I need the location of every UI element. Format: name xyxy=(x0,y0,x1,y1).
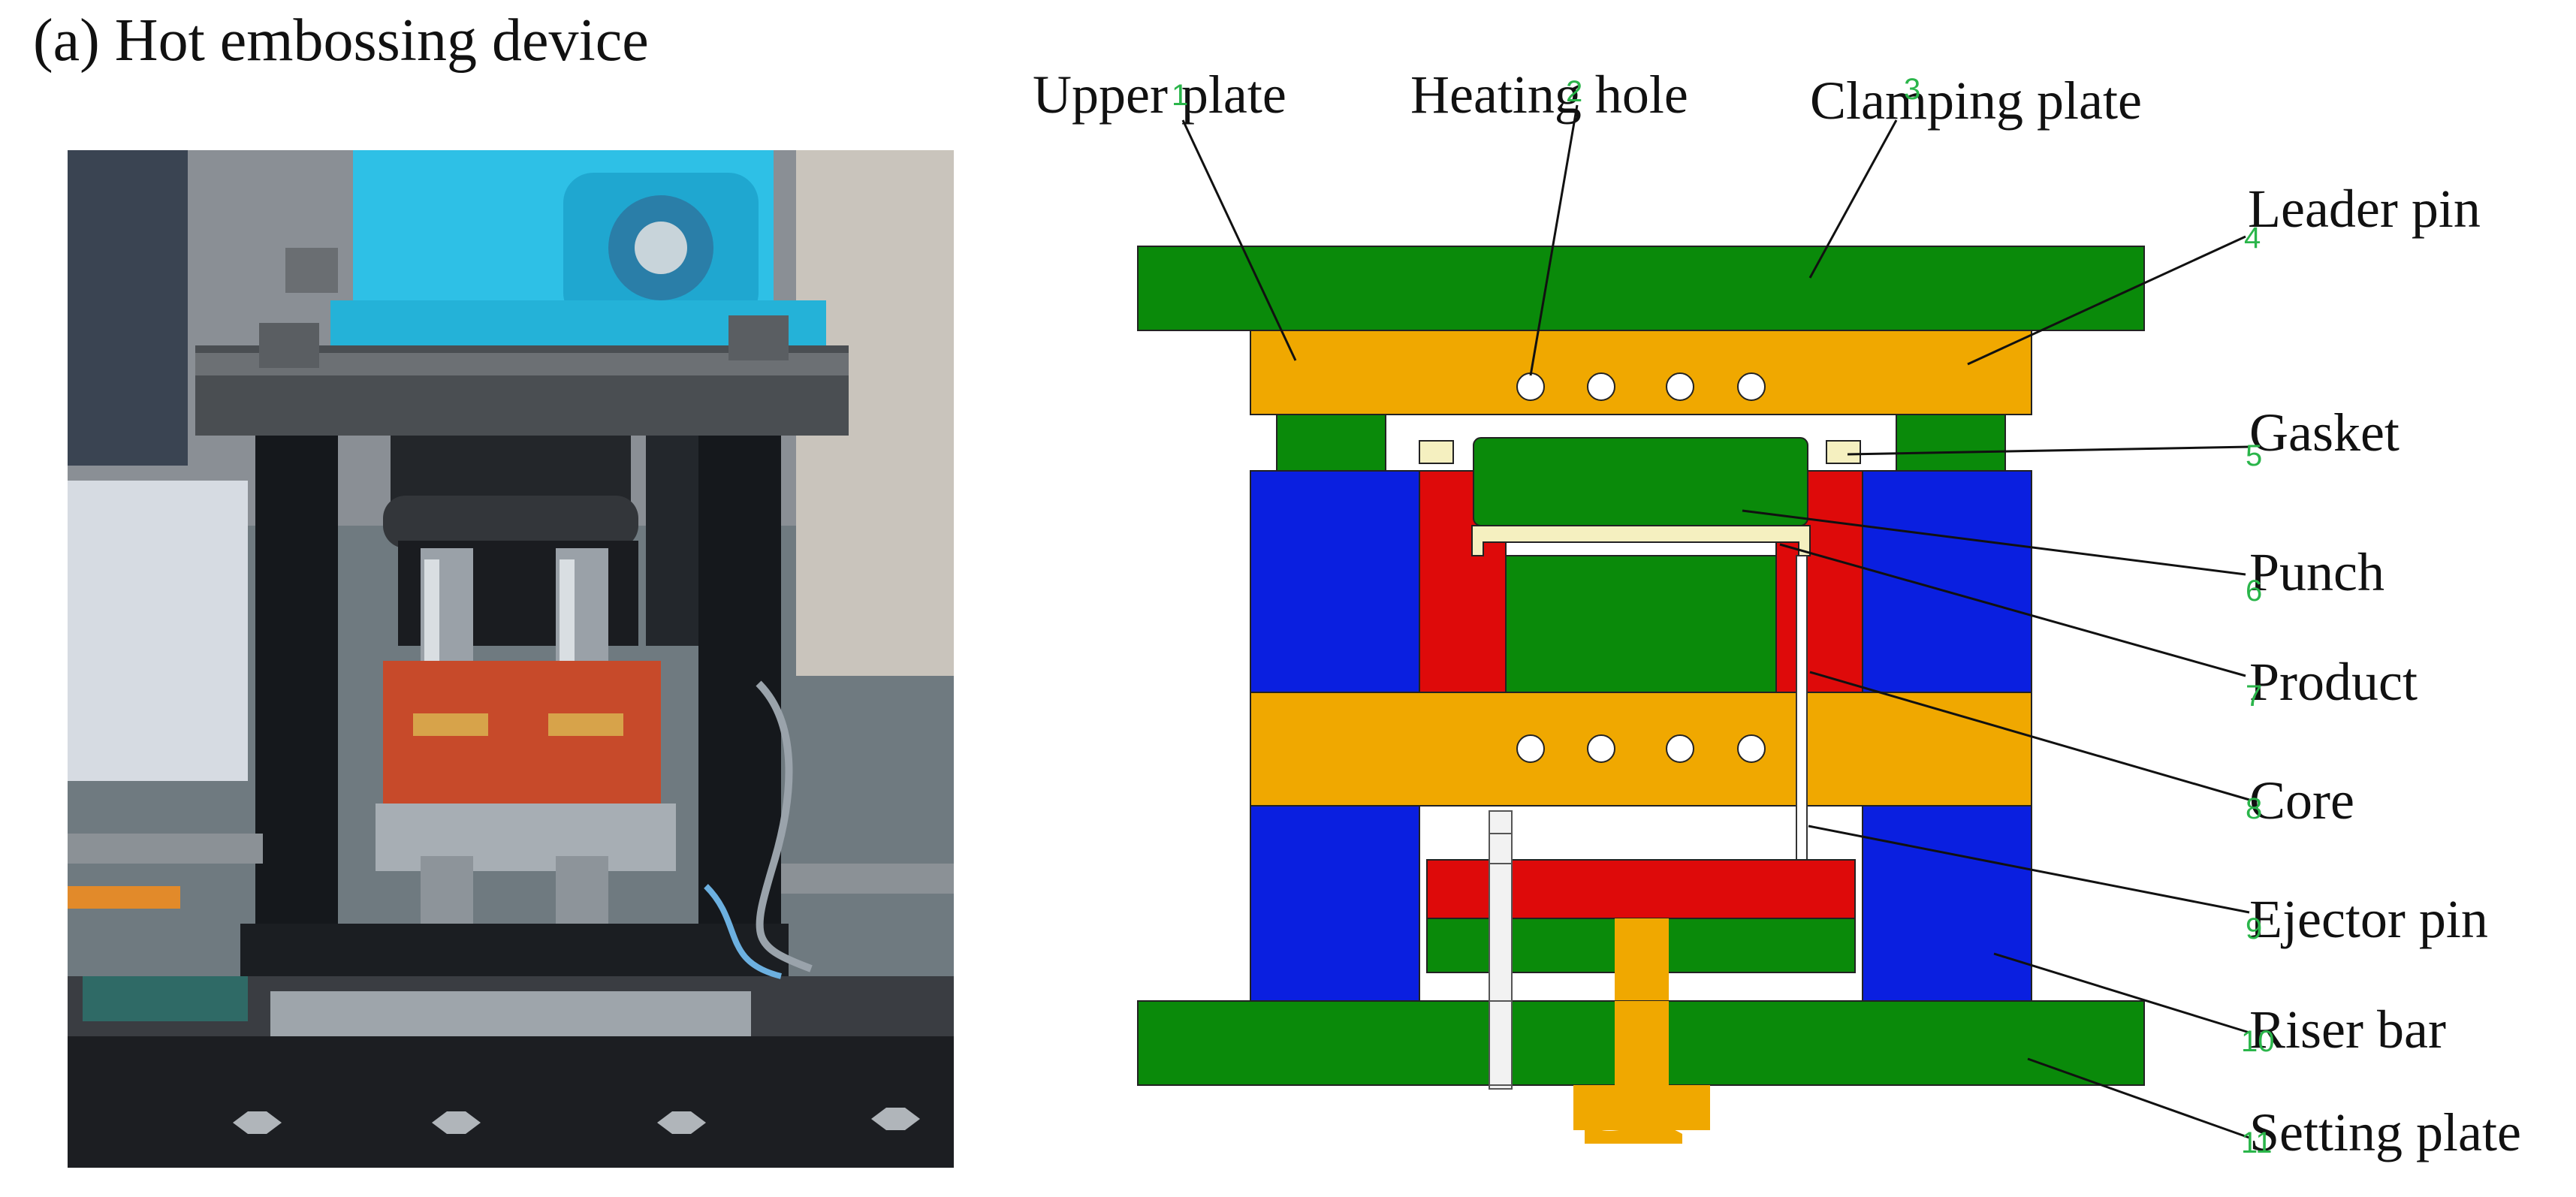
label-punch: Punch xyxy=(2249,542,2384,602)
left-column xyxy=(255,436,338,976)
mold-schematic xyxy=(1137,246,2145,1144)
num-3: 3 xyxy=(1904,73,1920,106)
product xyxy=(1471,525,1811,556)
heating-holes-upper xyxy=(1516,372,1766,401)
riser-bar-lower-left xyxy=(1250,805,1420,1002)
num-5: 5 xyxy=(2246,439,2262,472)
panel-title: (a) Hot embossing device xyxy=(33,8,649,74)
label-ejector-pin: Ejector pin xyxy=(2249,889,2488,949)
ejector-pin xyxy=(1796,555,1808,908)
num-9: 9 xyxy=(2246,912,2262,945)
num-2: 2 xyxy=(1566,75,1582,108)
gasket-left xyxy=(1419,440,1454,464)
num-10: 10 xyxy=(2241,1025,2275,1058)
leader-pin-right xyxy=(1896,414,2006,472)
label-clamping-plate: Clamping plate xyxy=(1810,71,2142,131)
leader-pin-left xyxy=(1276,414,1386,472)
upper-plate xyxy=(1250,330,2032,415)
lower-plate xyxy=(1250,692,2032,807)
punch xyxy=(1473,437,1808,526)
num-7: 7 xyxy=(2246,680,2262,713)
clamping-plate xyxy=(1137,246,2145,331)
riser-bar-right xyxy=(1862,470,2032,693)
label-setting-plate: Setting plate xyxy=(2249,1102,2521,1162)
gasket-right xyxy=(1826,440,1861,464)
label-leader-pin: Leader pin xyxy=(2248,179,2481,239)
label-product: Product xyxy=(2249,652,2418,712)
num-8: 8 xyxy=(2246,792,2262,825)
diagram-labels: Upper plate Heating hole Clamping plate … xyxy=(1033,65,2521,1162)
core xyxy=(1505,555,1777,693)
label-gasket: Gasket xyxy=(2249,403,2400,463)
label-riser-bar: Riser bar xyxy=(2249,1000,2446,1060)
num-4: 4 xyxy=(2244,222,2261,255)
num-11: 11 xyxy=(2241,1126,2273,1159)
part-numbers: 1 2 3 4 5 6 7 8 9 10 11 xyxy=(1172,73,2275,1159)
device-photo xyxy=(68,150,954,1168)
label-core: Core xyxy=(2249,770,2354,831)
leader-lines xyxy=(1181,104,2250,1139)
riser-bar-left xyxy=(1250,470,1420,693)
num-1: 1 xyxy=(1172,79,1188,112)
label-upper-plate: Upper plate xyxy=(1033,65,1286,125)
riser-bar-lower-right xyxy=(1862,805,2032,1002)
label-heating-hole: Heating hole xyxy=(1410,65,1688,125)
num-6: 6 xyxy=(2246,574,2262,608)
heating-holes-lower xyxy=(1516,734,1766,763)
